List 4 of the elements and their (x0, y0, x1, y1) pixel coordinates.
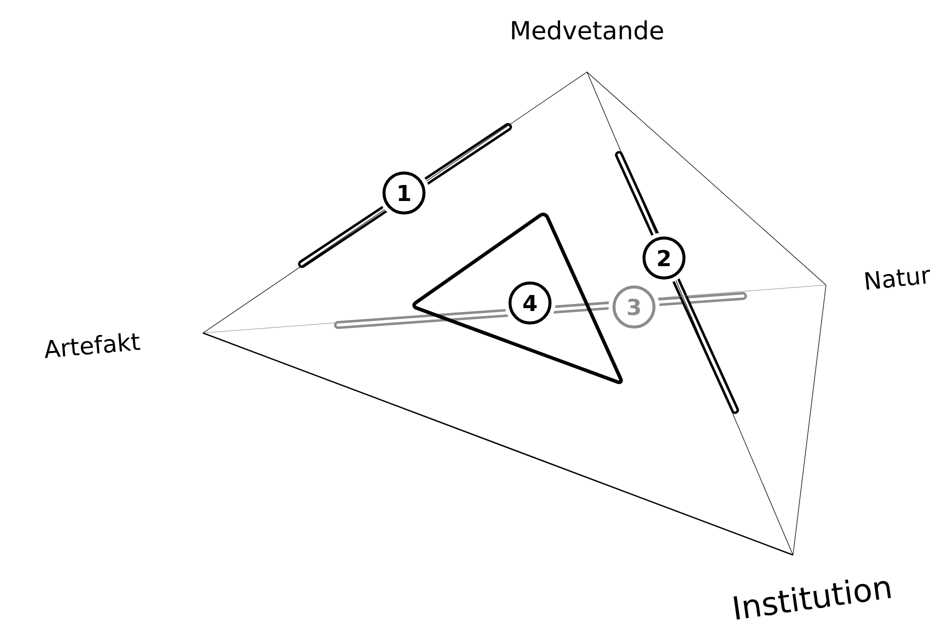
vertex-label: Institution (734, 580, 891, 620)
vertex-label: Medvetande (512, 20, 664, 40)
vertex-label: Artefakt (44, 333, 140, 358)
vertex-label: Natur (865, 269, 930, 290)
